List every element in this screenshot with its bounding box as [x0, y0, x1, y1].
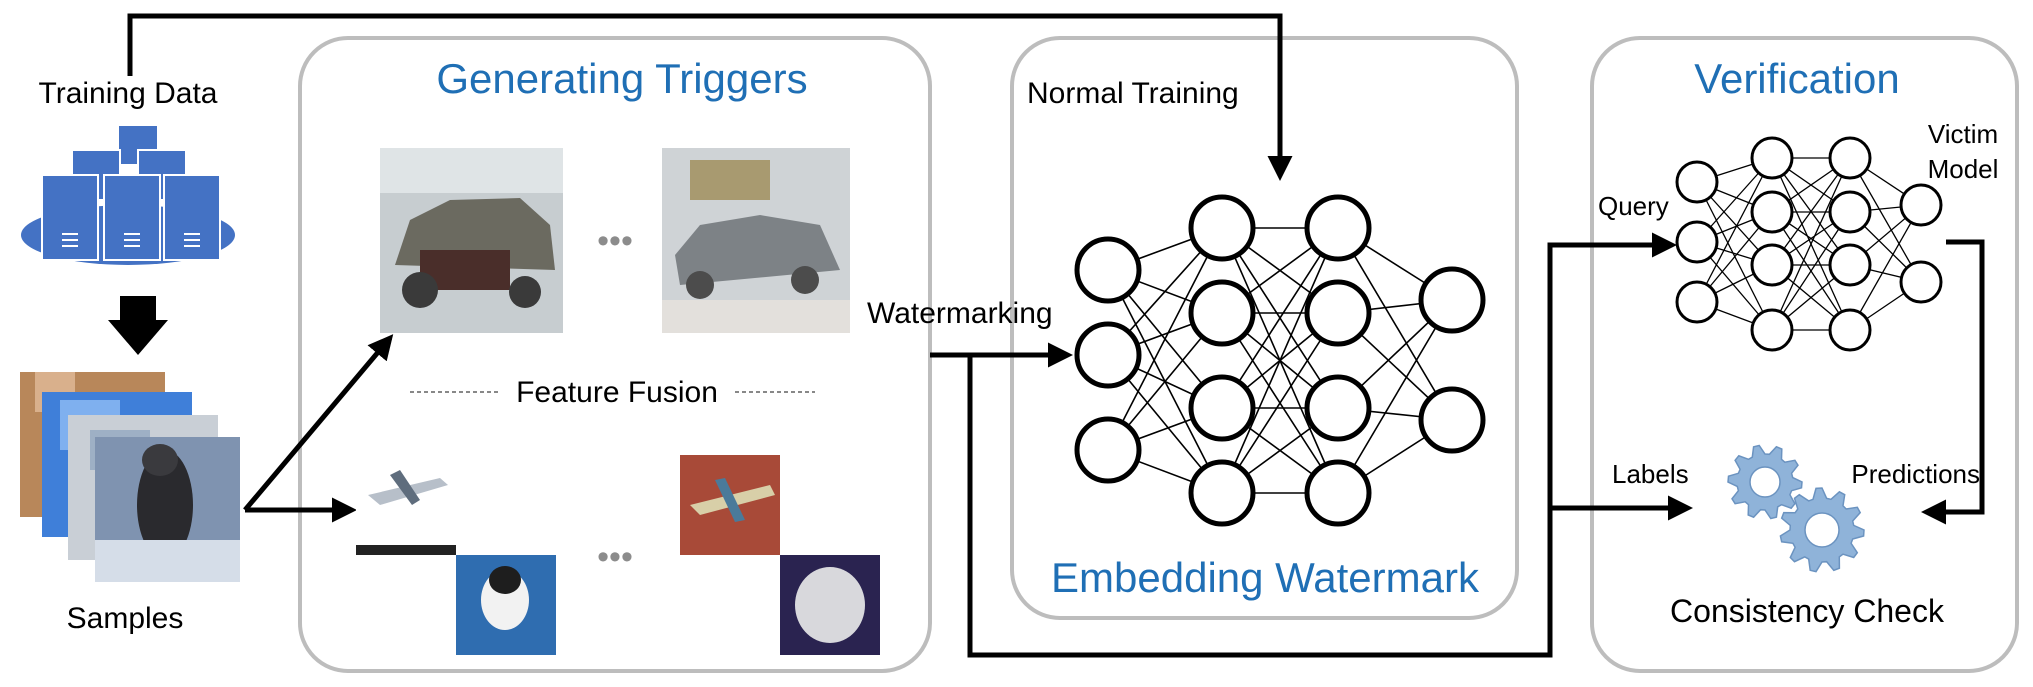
- network-node: [1675, 280, 1719, 324]
- network-node: [1418, 386, 1486, 454]
- network-node: [1828, 243, 1872, 287]
- network-node: [1750, 308, 1794, 352]
- base-image-rock: [780, 555, 880, 655]
- network-node: [1750, 190, 1794, 234]
- network-node: [1074, 236, 1142, 304]
- network-node: [1188, 279, 1256, 347]
- network-node: [1750, 136, 1794, 180]
- consistency-check-label: Consistency Check: [1670, 593, 1945, 629]
- embedding-watermark-panel: [1010, 36, 1519, 620]
- samples-to-trigger-arrow: [243, 334, 394, 512]
- feature-fusion-label: Feature Fusion: [516, 376, 718, 409]
- network-node: [1074, 416, 1142, 484]
- network-node: [1828, 136, 1872, 180]
- predictions-label: Predictions: [1851, 459, 1980, 489]
- network-node: [1675, 160, 1719, 204]
- server-stack-icon: [21, 124, 235, 265]
- network-node: [1304, 459, 1372, 527]
- samples-label: Samples: [67, 602, 184, 635]
- network-node: [1899, 260, 1943, 304]
- network-edge: [1221, 227, 1339, 494]
- network-edge: [1107, 227, 1223, 451]
- trigger-image-car-1: [380, 148, 563, 333]
- network-edge: [1771, 157, 1851, 331]
- victim-model-label-line1: Victim: [1928, 119, 1998, 149]
- trigger-image-car-2: [662, 148, 850, 333]
- network-node: [1188, 459, 1256, 527]
- network-node: [1304, 194, 1372, 262]
- network-edge: [1337, 227, 1453, 421]
- embedding-watermark-title: Embedding Watermark: [1051, 554, 1480, 601]
- gear-hole: [1804, 512, 1840, 548]
- labels-label: Labels: [1612, 459, 1689, 489]
- training-data-to-model-arrow: [127, 13, 1293, 181]
- training-data-label: Training Data: [39, 77, 218, 110]
- trigger-ellipsis: •••: [597, 222, 633, 260]
- network-node: [1828, 190, 1872, 234]
- sample-images-stack: [20, 372, 240, 582]
- query-label: Query: [1598, 191, 1669, 221]
- base-image-airplane-1: [356, 455, 456, 555]
- network-edge: [1696, 157, 1773, 303]
- verification-title: Verification: [1694, 55, 1899, 102]
- network-edge: [1771, 211, 1851, 331]
- generating-triggers-title: Generating Triggers: [436, 55, 807, 102]
- network-node: [1304, 279, 1372, 347]
- network-node: [1304, 374, 1372, 442]
- network-edge: [1221, 312, 1339, 494]
- network-edge: [1221, 227, 1339, 409]
- base-image-cat: [456, 555, 556, 655]
- base-ellipsis: •••: [597, 538, 633, 576]
- network-node: [1188, 374, 1256, 442]
- watermarking-label: Watermarking: [867, 297, 1053, 330]
- watermark-to-verification-arrow: [967, 232, 1677, 658]
- gears-icon: [1727, 444, 1865, 573]
- gear-hole: [1749, 466, 1781, 498]
- victim-model-network-icon: [1675, 136, 1943, 352]
- network-node: [1828, 308, 1872, 352]
- base-image-airplane-2: [680, 455, 780, 555]
- network-node: [1188, 194, 1256, 262]
- network-edge: [1849, 204, 1922, 331]
- neural-network-icon: [1074, 194, 1486, 527]
- verification-panel: [1590, 36, 2019, 673]
- down-arrow-icon: [108, 296, 168, 355]
- network-node: [1074, 321, 1142, 389]
- network-node: [1675, 220, 1719, 264]
- network-edge: [1849, 157, 1922, 283]
- network-node: [1750, 243, 1794, 287]
- network-edge: [1337, 299, 1453, 494]
- victim-model-label-line2: Model: [1928, 154, 1999, 184]
- network-node: [1418, 266, 1486, 334]
- network-edge: [1771, 157, 1851, 266]
- predictions-arrow: [1921, 239, 1985, 525]
- normal-training-label: Normal Training: [1027, 77, 1239, 110]
- network-node: [1899, 183, 1943, 227]
